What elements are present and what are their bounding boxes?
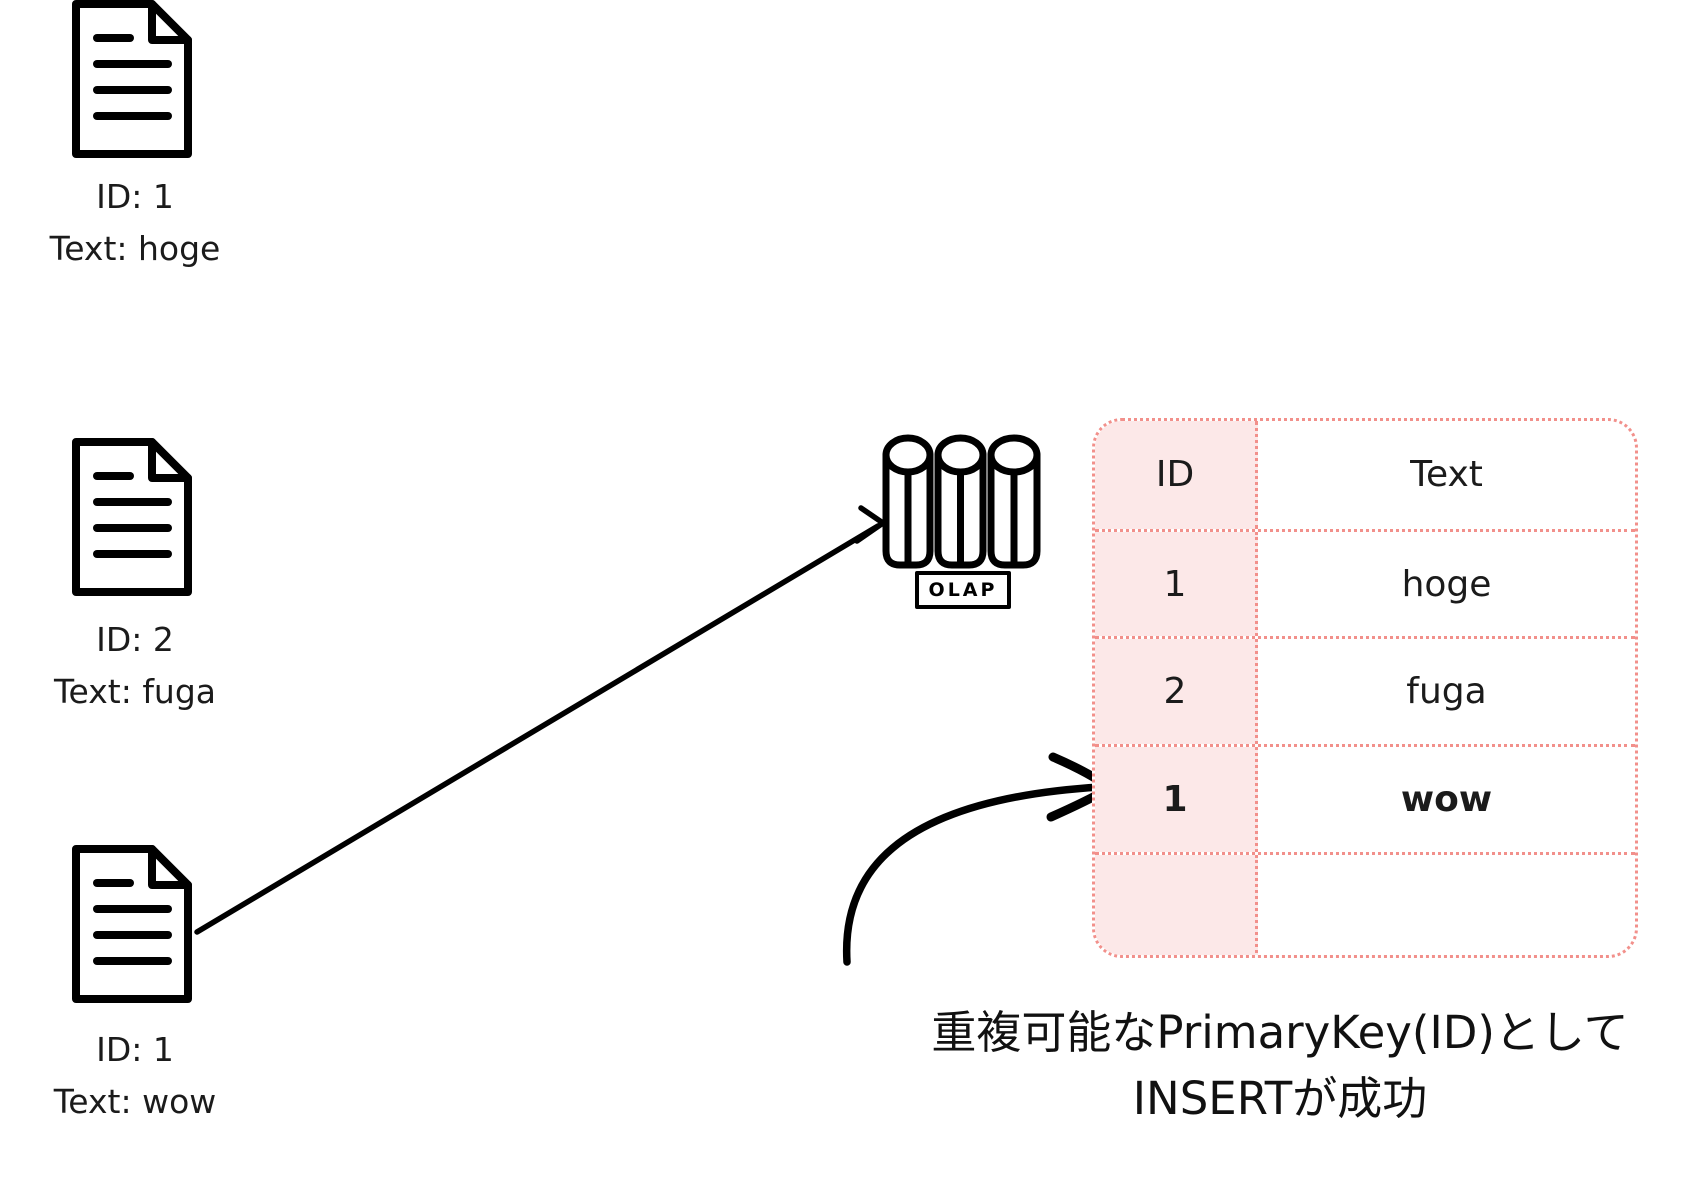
annotation-line-2: INSERTが成功 [1132,1072,1428,1125]
database-cylinders-icon [882,434,1041,569]
cell-text: wow [1400,778,1493,820]
document-caption: ID: 2 Text: fuga [5,614,265,718]
curved-arrow [842,752,1115,966]
document-icon [72,438,192,596]
document-id-label: ID: 1 [96,177,174,216]
cell-id: 1 [1095,747,1258,852]
database-label: OLAP [928,579,998,601]
table-row-empty [1095,851,1635,955]
document-icon [72,845,192,1003]
result-table: ID Text 1 hoge 2 fuga 1 wow [1092,418,1638,958]
cell-text [1258,855,1635,955]
cell-id: 2 [1095,639,1258,745]
cell-id: 1 [1095,531,1258,637]
document-icon [72,0,192,158]
document-id-label: ID: 2 [96,620,174,659]
table-row: 1 hoge [1095,528,1635,637]
header-cell-text: Text [1410,454,1483,496]
document-caption: ID: 1 Text: hoge [5,171,265,275]
cell-text: hoge [1401,563,1492,605]
table-row-inserted: 1 wow [1095,744,1635,852]
straight-arrow [194,505,886,935]
database-label-box: OLAP [915,571,1011,609]
document-id-label: ID: 1 [96,1030,174,1069]
annotation: 重複可能なPrimaryKey(ID)として INSERTが成功 [800,1000,1708,1132]
annotation-line-1: 重複可能なPrimaryKey(ID)として [931,1006,1629,1059]
document-text-label: Text: wow [53,1082,217,1121]
header-cell-id: ID [1095,421,1258,529]
cell-id [1095,854,1258,955]
document-text-label: Text: fuga [53,672,217,711]
table-row: 2 fuga [1095,636,1635,745]
table-header-row: ID Text [1095,421,1635,529]
document-text-label: Text: hoge [49,229,221,268]
cell-text: fuga [1406,671,1487,713]
document-caption: ID: 1 Text: wow [5,1024,265,1128]
